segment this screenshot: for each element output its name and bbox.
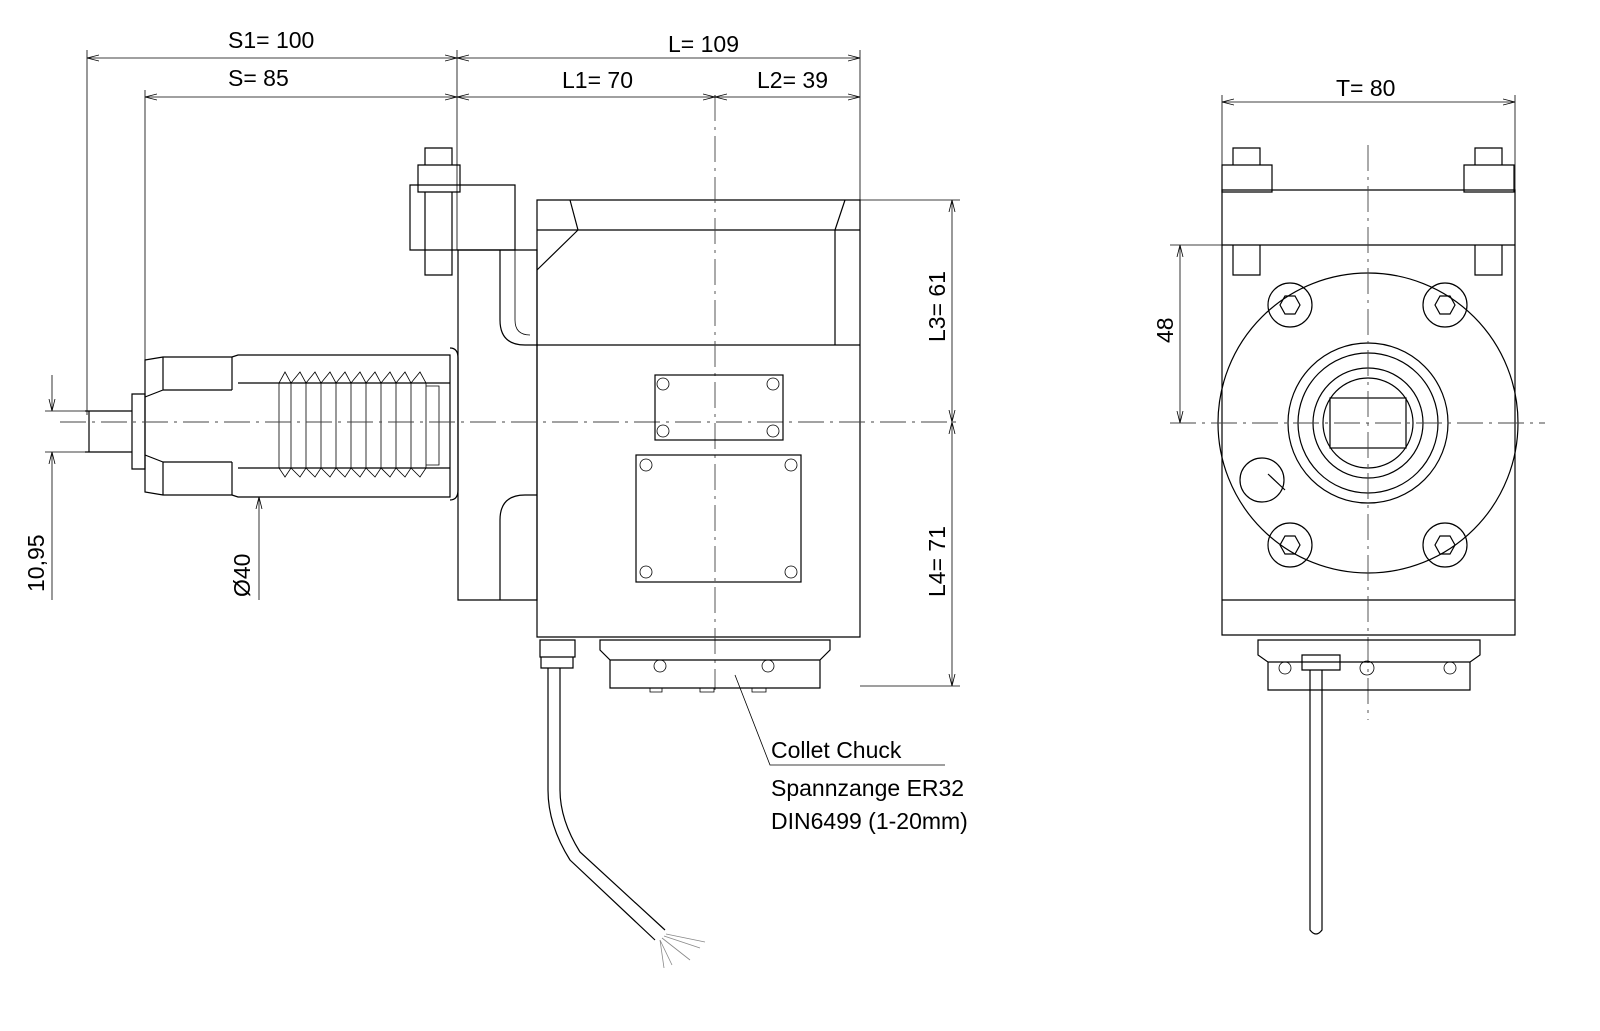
collet-chuck [599,639,831,693]
shank [144,354,451,498]
side-view [60,95,960,969]
housing-body [536,199,861,638]
dim-diameter-40: Ø40 [229,554,255,597]
drive-nose [85,393,146,470]
dimensions: S1= 100 S= 85 L= 109 L1= 70 L2= 39 L3= 6… [23,27,1516,687]
collet-annotation: Collet Chuck Spannzange ER32 DIN6499 (1-… [771,737,968,834]
front-view [1170,145,1545,935]
dim-l3: L3= 61 [924,271,950,342]
annotation-din: DIN6499 (1-20mm) [771,808,968,834]
dim-48: 48 [1152,317,1178,343]
dim-l: L= 109 [668,31,739,57]
front-bolt-left [1221,147,1273,276]
clamp-bolt [417,147,461,276]
dim-l4: L4= 71 [924,526,950,597]
dim-s1: S1= 100 [228,27,314,53]
dim-10-95: 10,95 [23,534,49,592]
dim-l2: L2= 39 [757,67,828,93]
dim-s: S= 85 [228,65,289,91]
bellows [278,371,440,478]
annotation-collet-chuck: Collet Chuck [771,737,902,763]
cable [539,639,706,969]
flange-bolts [1239,282,1468,568]
clamp-bracket [409,184,516,251]
dim-l1: L1= 70 [562,67,633,93]
dim-t: T= 80 [1336,75,1395,101]
front-cable [1309,670,1323,935]
front-bolt-right [1463,147,1515,276]
front-housing [1221,189,1516,636]
front-collet [1257,639,1481,691]
annotation-spannzange: Spannzange ER32 [771,775,964,801]
